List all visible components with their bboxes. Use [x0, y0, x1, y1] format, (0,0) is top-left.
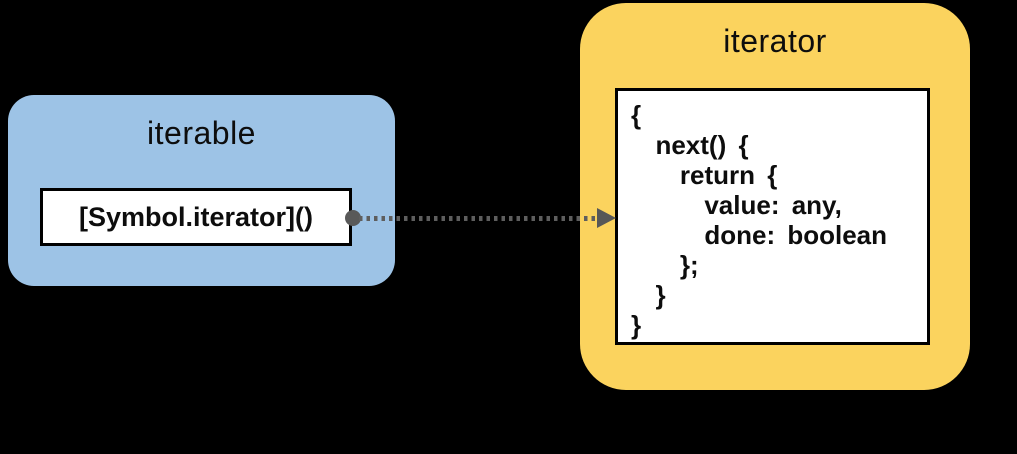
symbol-iterator-method-label: [Symbol.iterator]() — [78, 201, 313, 232]
connector-start-dot-icon — [345, 210, 361, 226]
dotted-connector-line — [359, 216, 599, 221]
iterable-title: iterable — [147, 115, 256, 151]
iterable-node: iterable [Symbol.iterator]() — [8, 95, 395, 286]
iterator-code: { next() { return { value: any, done: bo… — [631, 100, 887, 340]
arrowhead-icon — [597, 208, 616, 228]
iterator-code-box: { next() { return { value: any, done: bo… — [615, 88, 930, 345]
iterator-node: iterator { next() { return { value: any,… — [580, 3, 970, 390]
iterator-title: iterator — [723, 23, 827, 59]
symbol-iterator-method-box: [Symbol.iterator]() — [40, 188, 352, 246]
